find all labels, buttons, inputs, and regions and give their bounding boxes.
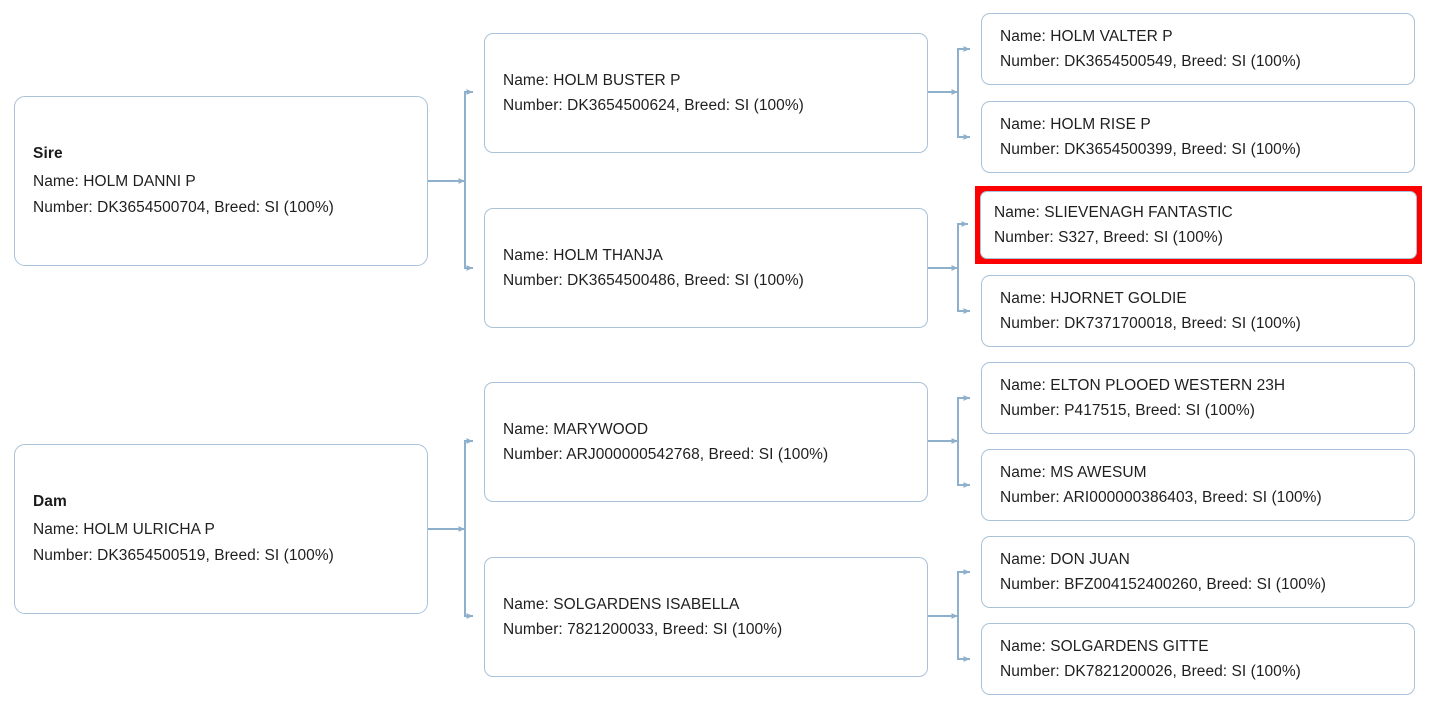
- node-dam[interactable]: Dam Name: HOLM ULRICHA P Number: DK36545…: [14, 444, 428, 614]
- connector-to-ss-sire: [957, 46, 970, 92]
- node-sd-sire-number: Number: S327, Breed: SI (100%): [994, 229, 1223, 246]
- node-ss-sire-number: Number: DK3654500549, Breed: SI (100%): [1000, 53, 1301, 70]
- node-ss-dam-number: Number: DK3654500399, Breed: SI (100%): [1000, 141, 1301, 158]
- node-sd-dam-name: Name: HJORNET GOLDIE: [1000, 289, 1187, 307]
- node-sire-sire[interactable]: Name: HOLM BUSTER P Number: DK3654500624…: [484, 33, 928, 153]
- node-sire[interactable]: Sire Name: HOLM DANNI P Number: DK365450…: [14, 96, 428, 266]
- node-sire-name: Name: HOLM DANNI P: [33, 173, 196, 191]
- node-dam-sire[interactable]: Name: MARYWOOD Number: ARJ000000542768, …: [484, 382, 928, 502]
- node-ss-dam-name: Name: HOLM RISE P: [1000, 115, 1151, 133]
- connector-dam-to-dam-dam: [464, 529, 473, 619]
- node-dam-name: Name: HOLM ULRICHA P: [33, 521, 215, 539]
- node-dam-sire-name: Name: MARYWOOD: [503, 420, 649, 438]
- node-dam-role: Dam: [33, 493, 67, 511]
- node-dam-number: Number: DK3654500519, Breed: SI (100%): [33, 546, 334, 564]
- connector-sire-to-sire-dam: [464, 181, 473, 271]
- node-ds-dam-number: Number: ARI000000386403, Breed: SI (100%…: [1000, 489, 1322, 506]
- node-sire-dam[interactable]: Name: HOLM THANJA Number: DK3654500486, …: [484, 208, 928, 328]
- connector-to-ds-dam: [957, 441, 970, 488]
- node-ss-dam[interactable]: Name: HOLM RISE P Number: DK3654500399, …: [981, 101, 1415, 173]
- node-dam-sire-number: Number: ARJ000000542768, Breed: SI (100%…: [503, 446, 829, 463]
- node-dam-dam-number: Number: 7821200033, Breed: SI (100%): [503, 621, 783, 638]
- node-dd-sire[interactable]: Name: DON JUAN Number: BFZ004152400260, …: [981, 536, 1415, 608]
- node-dd-dam-name: Name: SOLGARDENS GITTE: [1000, 637, 1209, 655]
- node-ds-sire-number: Number: P417515, Breed: SI (100%): [1000, 402, 1255, 419]
- connector-to-dd-sire: [957, 569, 970, 616]
- node-sd-dam-number: Number: DK7371700018, Breed: SI (100%): [1000, 315, 1301, 332]
- node-ss-sire[interactable]: Name: HOLM VALTER P Number: DK3654500549…: [981, 13, 1415, 85]
- node-ds-sire[interactable]: Name: ELTON PLOOED WESTERN 23H Number: P…: [981, 362, 1415, 434]
- connector-to-ss-dam: [957, 92, 970, 140]
- node-dam-dam-name: Name: SOLGARDENS ISABELLA: [503, 595, 740, 613]
- node-dd-sire-name: Name: DON JUAN: [1000, 550, 1130, 568]
- node-sire-dam-name: Name: HOLM THANJA: [503, 246, 663, 264]
- connector-to-dd-dam: [957, 616, 970, 662]
- node-ds-dam-name: Name: MS AWESUM: [1000, 463, 1147, 481]
- node-sd-sire-inner: Name: SLIEVENAGH FANTASTIC Number: S327,…: [980, 191, 1417, 259]
- node-sd-sire-highlighted[interactable]: Name: SLIEVENAGH FANTASTIC Number: S327,…: [975, 186, 1422, 264]
- node-sd-dam[interactable]: Name: HJORNET GOLDIE Number: DK737170001…: [981, 275, 1415, 347]
- connector-dam-to-dam-sire: [464, 438, 473, 529]
- node-sire-sire-name: Name: HOLM BUSTER P: [503, 71, 681, 89]
- node-ds-dam[interactable]: Name: MS AWESUM Number: ARI000000386403,…: [981, 449, 1415, 521]
- connector-sire-to-sire-sire: [464, 89, 473, 181]
- node-sire-sire-number: Number: DK3654500624, Breed: SI (100%): [503, 97, 804, 114]
- node-dam-dam[interactable]: Name: SOLGARDENS ISABELLA Number: 782120…: [484, 557, 928, 677]
- connector-to-sd-dam: [957, 268, 970, 314]
- node-dd-sire-number: Number: BFZ004152400260, Breed: SI (100%…: [1000, 576, 1327, 593]
- node-ss-sire-name: Name: HOLM VALTER P: [1000, 27, 1173, 45]
- node-sd-sire-name: Name: SLIEVENAGH FANTASTIC: [994, 203, 1233, 221]
- node-ds-sire-name: Name: ELTON PLOOED WESTERN 23H: [1000, 376, 1286, 394]
- node-dd-dam-number: Number: DK7821200026, Breed: SI (100%): [1000, 663, 1301, 680]
- node-sire-number: Number: DK3654500704, Breed: SI (100%): [33, 198, 334, 216]
- node-dd-dam[interactable]: Name: SOLGARDENS GITTE Number: DK7821200…: [981, 623, 1415, 695]
- node-sire-dam-number: Number: DK3654500486, Breed: SI (100%): [503, 272, 804, 289]
- connector-to-ds-sire: [957, 395, 970, 441]
- connector-to-sd-sire: [957, 221, 968, 268]
- node-sire-role: Sire: [33, 145, 63, 163]
